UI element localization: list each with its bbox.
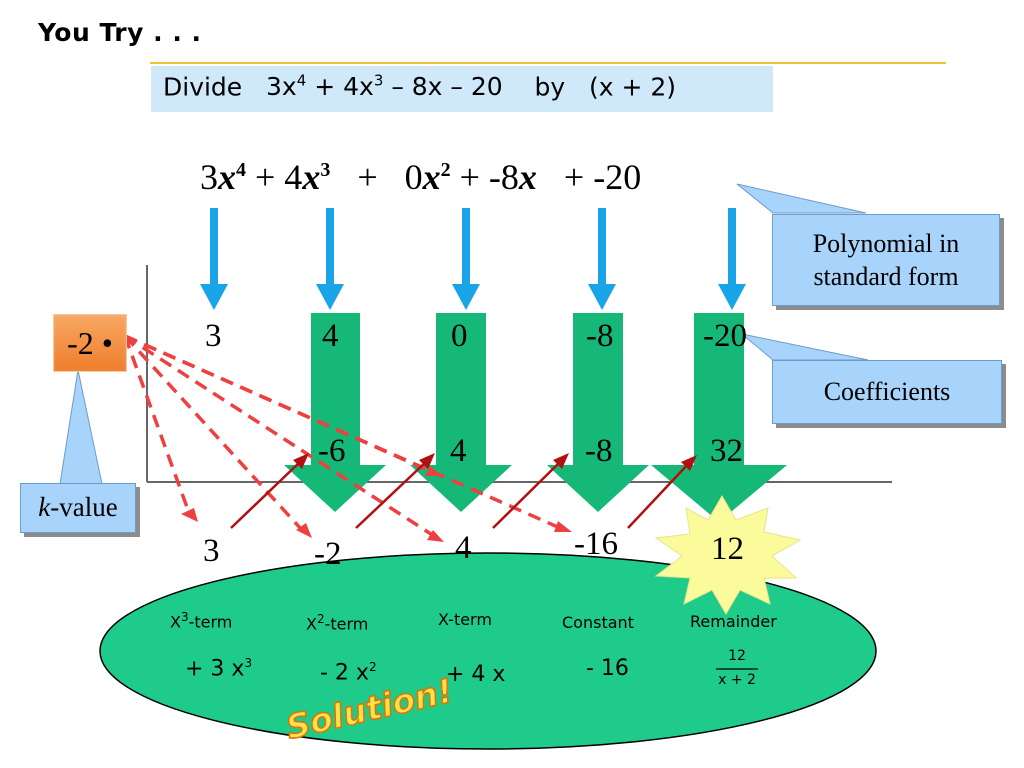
label-x3-term: X3-term (170, 610, 233, 632)
k-callout-pointer (59, 369, 103, 485)
green-arrow-2 (410, 313, 512, 512)
product-2: 4 (450, 433, 467, 469)
product-3: -8 (585, 433, 613, 469)
label-x-term: X-term (438, 610, 492, 629)
title-underline (150, 62, 946, 64)
green-arrow-1 (284, 313, 386, 512)
divide-word: Divide (163, 72, 243, 102)
red-dashed-arrowheads (181, 466, 572, 542)
dark-red-arrowheads (293, 453, 697, 471)
label-x2-term: X2-term (306, 612, 369, 634)
k-value-box: -2 • (53, 314, 127, 372)
coefficient-5: -20 (703, 318, 747, 354)
remainder-starburst (654, 495, 802, 615)
remainder-value: 12 (711, 531, 744, 567)
result-3: 4 (455, 530, 472, 566)
term-x2: - 2 x2 (320, 660, 377, 686)
green-arrow-3 (547, 313, 649, 512)
divisor: (x + 2) (589, 72, 677, 102)
remainder-denominator: x + 2 (718, 672, 756, 688)
remainder-numerator: 12 (728, 648, 746, 664)
term-constant: - 16 (586, 656, 629, 681)
term-x3: + 3 x3 (185, 656, 253, 682)
coefficient-3: 0 (451, 318, 468, 354)
label-remainder: Remainder (690, 612, 777, 631)
dark-red-carry-arrows (230, 459, 691, 529)
coef-callout-pointer (741, 333, 869, 361)
term-x: + 4 x (446, 662, 506, 687)
result-4: -16 (574, 526, 618, 562)
result-2: -2 (314, 536, 342, 572)
polynomial-standard-form: 3x4 + 4x3 + 0x2 + -8x + -20 (200, 157, 642, 197)
callout-k-value: k-value (20, 483, 136, 533)
slide-title: You Try . . . (38, 18, 202, 47)
product-4: 32 (710, 433, 743, 469)
label-constant: Constant (562, 613, 634, 632)
problem-box (151, 66, 773, 112)
callout-coefficients: Coefficients (772, 360, 1002, 424)
blue-coefficient-arrows (200, 208, 746, 310)
coefficient-2: 4 (322, 318, 339, 354)
green-add-arrows (284, 313, 787, 522)
poly-callout-pointer (736, 183, 867, 214)
result-1: 3 (203, 533, 220, 569)
product-1: -6 (318, 433, 346, 469)
dividend: 3x4 + 4x3 – 8x – 20 (266, 72, 503, 102)
by-word: by (534, 72, 566, 102)
green-arrow-4 (651, 313, 787, 522)
coefficient-1: 3 (205, 318, 222, 354)
solution-ellipse (99, 552, 877, 750)
coefficient-4: -8 (586, 318, 614, 354)
problem-statement: Divide 3x4 + 4x3 – 8x – 20 by (x + 2) (163, 72, 676, 101)
